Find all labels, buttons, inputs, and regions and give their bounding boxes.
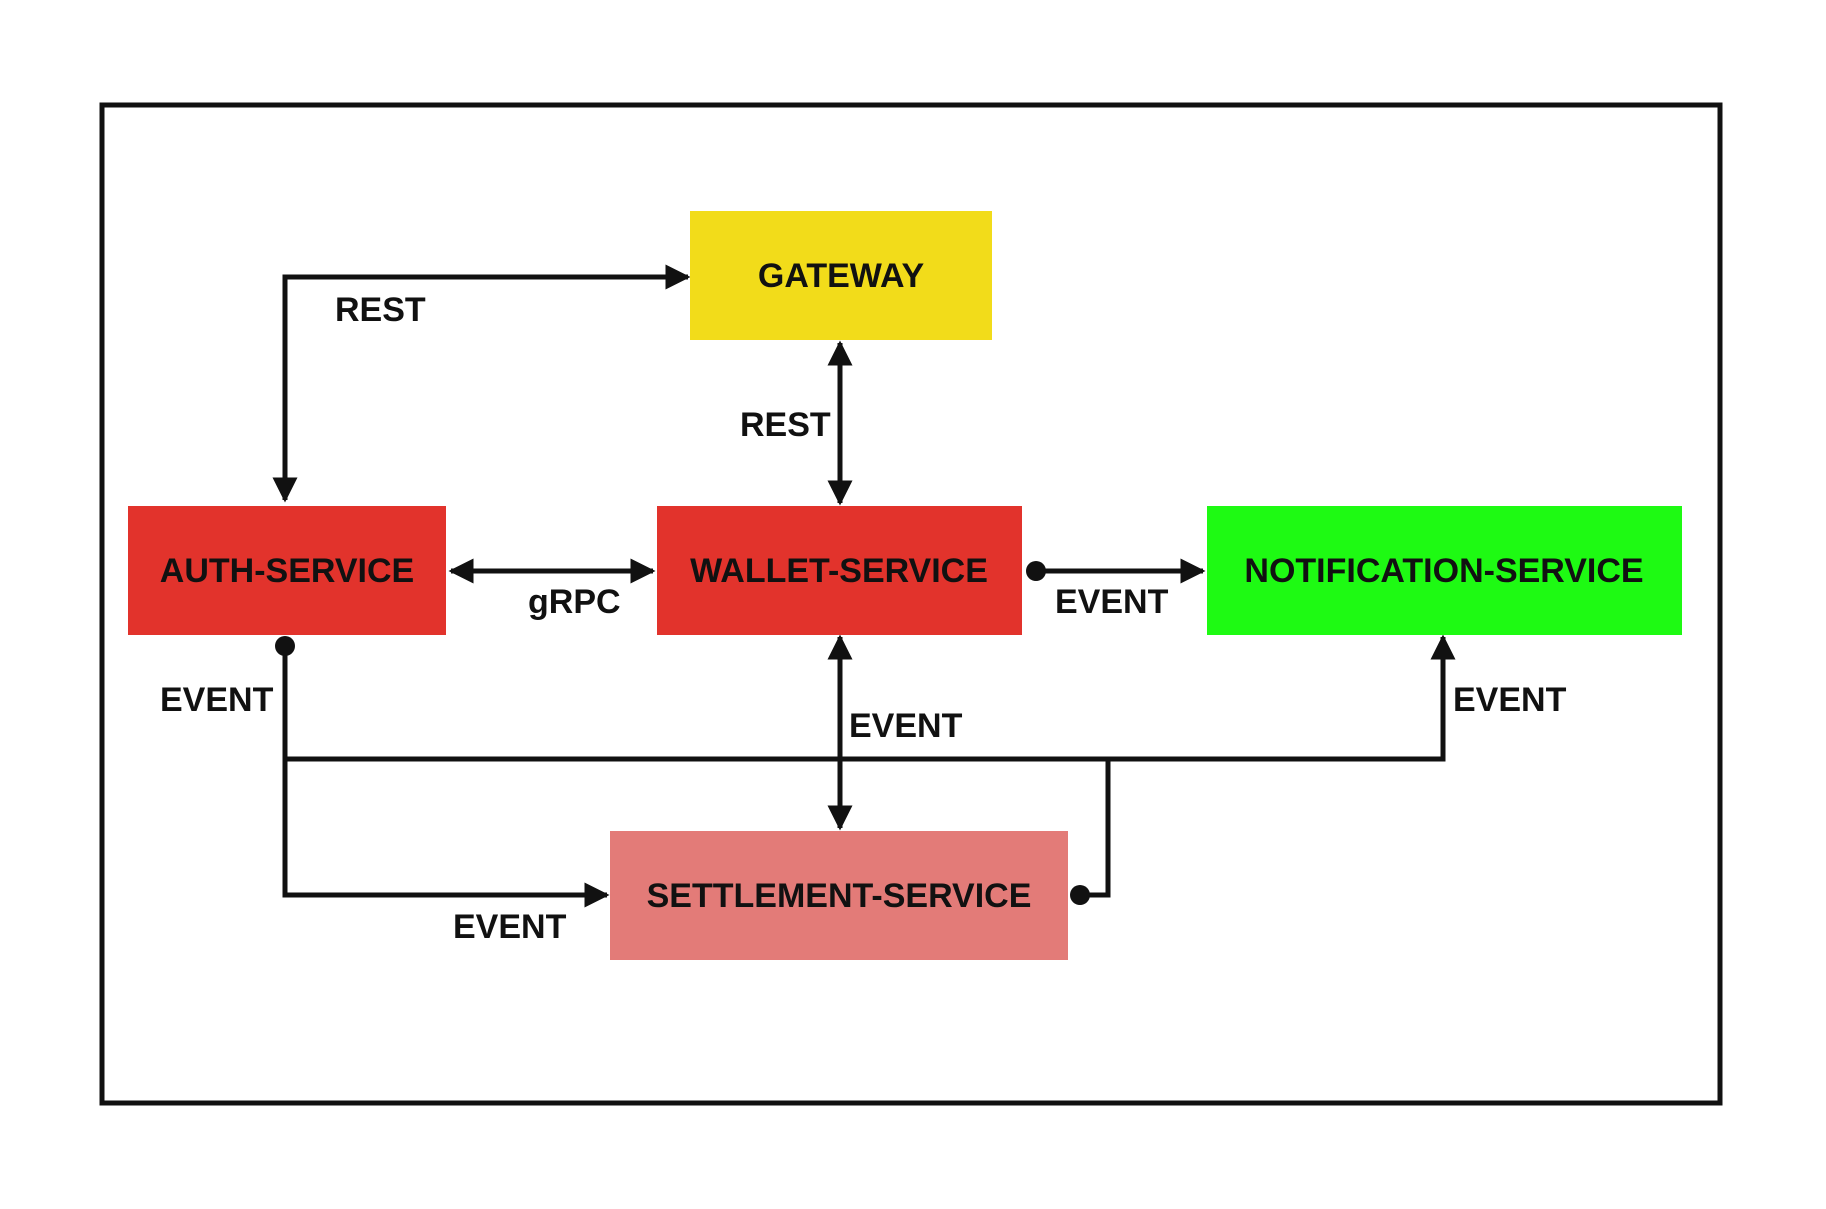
edge-auth-gateway bbox=[272, 264, 691, 503]
edge-wallet-notification-label: EVENT bbox=[1055, 583, 1169, 621]
node-settlement-service-label: SETTLEMENT-SERVICE bbox=[647, 877, 1032, 915]
edge-settlement-notification bbox=[1080, 634, 1456, 898]
node-auth-service-label: AUTH-SERVICE bbox=[160, 552, 414, 590]
edge-auth-bus-label: EVENT bbox=[160, 681, 274, 719]
edge-wallet-notification-origin-dot bbox=[1026, 561, 1046, 581]
diagram-frame bbox=[99, 102, 1723, 1106]
node-settlement-service: SETTLEMENT-SERVICE bbox=[610, 831, 1068, 960]
edge-bus-notification-label: EVENT bbox=[1453, 681, 1567, 719]
node-notification-service-box bbox=[1207, 506, 1682, 635]
edge-auth-event-bus bbox=[282, 646, 1108, 762]
edge-auth-settlement-label: EVENT bbox=[453, 908, 567, 946]
edge-settlement-origin-dot bbox=[1070, 885, 1090, 905]
edge-auth-wallet-label: gRPC bbox=[528, 583, 621, 621]
node-notification-service-label: NOTIFICATION-SERVICE bbox=[1244, 552, 1643, 590]
edge-auth-gateway-label: REST bbox=[335, 291, 426, 329]
node-gateway-box bbox=[690, 211, 992, 340]
node-wallet-service-label: WALLET-SERVICE bbox=[690, 552, 988, 590]
node-gateway-label: GATEWAY bbox=[758, 257, 925, 295]
edge-auth-event-origin-dot bbox=[275, 636, 295, 656]
node-gateway: GATEWAY bbox=[690, 211, 992, 340]
edge-auth-settlement bbox=[282, 759, 610, 908]
node-wallet-service-box bbox=[657, 506, 1022, 635]
edge-wallet-settlement-label: EVENT bbox=[849, 707, 963, 745]
edge-gateway-wallet-label: REST bbox=[740, 406, 831, 444]
node-auth-service-box bbox=[128, 506, 446, 635]
node-notification-service: NOTIFICATION-SERVICE bbox=[1207, 506, 1682, 635]
node-wallet-service: WALLET-SERVICE bbox=[657, 506, 1022, 635]
node-settlement-service-box bbox=[610, 831, 1068, 960]
node-auth-service: AUTH-SERVICE bbox=[128, 506, 446, 635]
